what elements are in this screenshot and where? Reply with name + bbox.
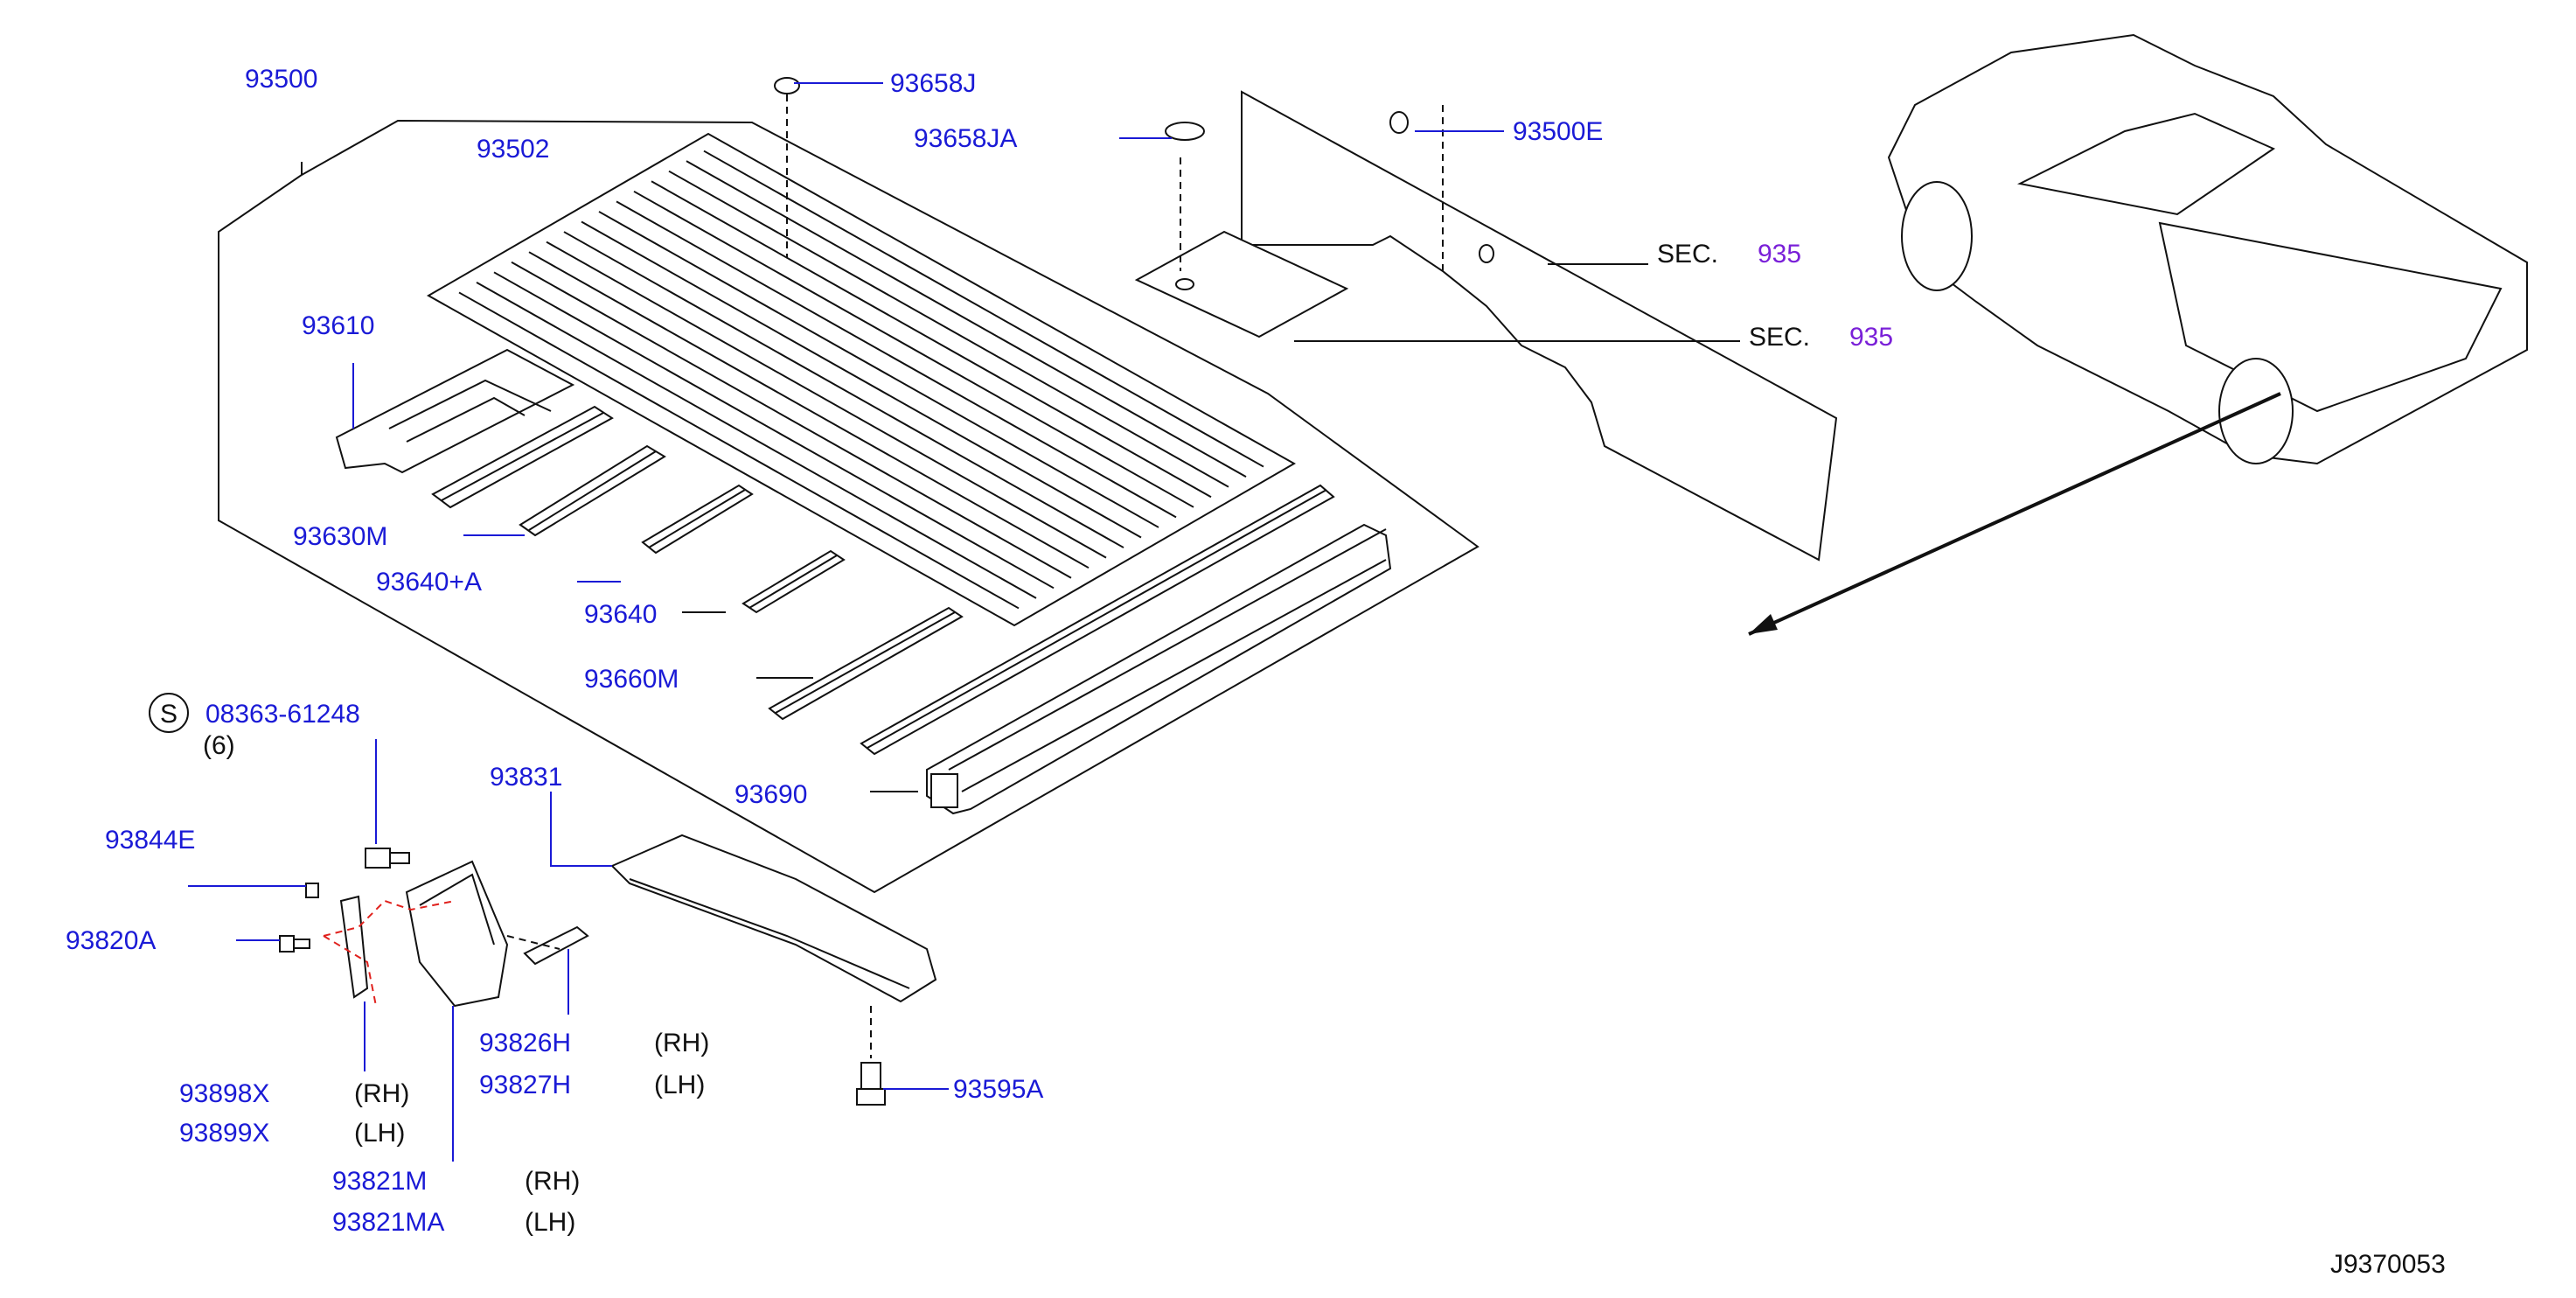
diagram-id: J9370053 [2330,1250,2446,1279]
bracket-93826H [523,925,589,966]
cross-member-93660M [768,606,964,721]
side-label-rh: (RH) [654,1029,709,1057]
part-label-93821M: 93821M [332,1167,427,1196]
part-label-93831: 93831 [490,763,562,792]
cross-member-93630M-2 [519,444,666,537]
cross-member-93630M [431,405,614,509]
section-ref-prefix: SEC. [1749,323,1810,352]
part-label-93826H: 93826H [479,1029,571,1057]
floor-rib [703,150,1264,468]
section-ref-prefix: SEC. [1657,240,1718,269]
part-label-08363-61248: 08363-61248 [205,700,360,729]
section-ref-number[interactable]: 935 [1849,323,1893,352]
part-label-93610: 93610 [302,311,374,340]
part-label-93500: 93500 [245,65,317,94]
part-label-93640: 93640 [584,600,657,629]
floor-rib [651,180,1212,499]
screw-icon [279,935,310,953]
screw-icon [365,848,410,869]
part-label-93827H: 93827H [479,1071,571,1099]
pickup-truck-icon [1748,33,2528,636]
side-label-lh: (LH) [654,1071,705,1099]
floor-rib [511,261,1072,579]
side-label-lh: (LH) [525,1208,575,1237]
quantity-label: (6) [203,731,235,760]
screw-icon [305,883,319,898]
part-label-93820A: 93820A [66,926,156,955]
floor-rib [616,200,1177,519]
side-label-lh: (LH) [354,1119,405,1148]
part-label-93821MA: 93821MA [332,1208,444,1237]
floor-rib [563,231,1124,548]
leader-lines [188,82,1740,1162]
part-label-93690: 93690 [735,780,807,809]
grommet-icon [1165,122,1205,141]
screw-icon [856,1006,886,1106]
bracket-93821M [405,860,509,1008]
floor-rib [686,160,1247,478]
floor-rib [581,220,1142,539]
bracket-93898X [339,895,369,999]
cross-member-93610 [335,348,575,474]
part-label-93595A: 93595A [953,1075,1043,1104]
part-label-93844E: 93844E [105,826,195,855]
part-label-93640A: 93640+A [376,568,482,597]
part-label-93658JA: 93658JA [914,124,1017,153]
floor-rib [458,291,1020,610]
grommet-icon [1389,111,1409,134]
bed-floor-panel [426,132,1297,627]
part-label-93660M: 93660M [584,665,679,694]
floor-rib [598,211,1159,528]
bracket-93831 [610,834,937,1003]
cross-member-93640 [741,549,846,614]
section-ref-number[interactable]: 935 [1758,240,1801,269]
fastener-path [323,899,456,937]
grommet-icon [774,77,800,258]
floor-rib [668,170,1229,488]
side-label-rh: (RH) [525,1167,580,1196]
cross-member-93640A [641,484,754,555]
part-label-93658J: 93658J [890,69,976,98]
floor-rib [633,190,1194,508]
floor-rib [528,251,1090,569]
floor-rib [476,282,1037,599]
standard-part-symbol-letter: S [160,700,178,729]
part-label-93898X: 93898X [179,1079,269,1108]
side-label-rh: (RH) [354,1079,409,1108]
floor-rib [493,271,1055,590]
fastener-path [323,935,377,1007]
part-label-93899X: 93899X [179,1119,269,1148]
bed-assembly-outline [218,119,1479,894]
bedside-panel [1134,90,1838,562]
floor-rib [546,241,1107,559]
part-label-93502: 93502 [477,135,549,164]
part-label-93630M: 93630M [293,522,387,551]
side-sill-93690 [926,523,1392,815]
long-sill-93660M [860,484,1335,756]
standard-part-symbol [149,693,189,733]
part-label-93500E: 93500E [1513,117,1603,146]
